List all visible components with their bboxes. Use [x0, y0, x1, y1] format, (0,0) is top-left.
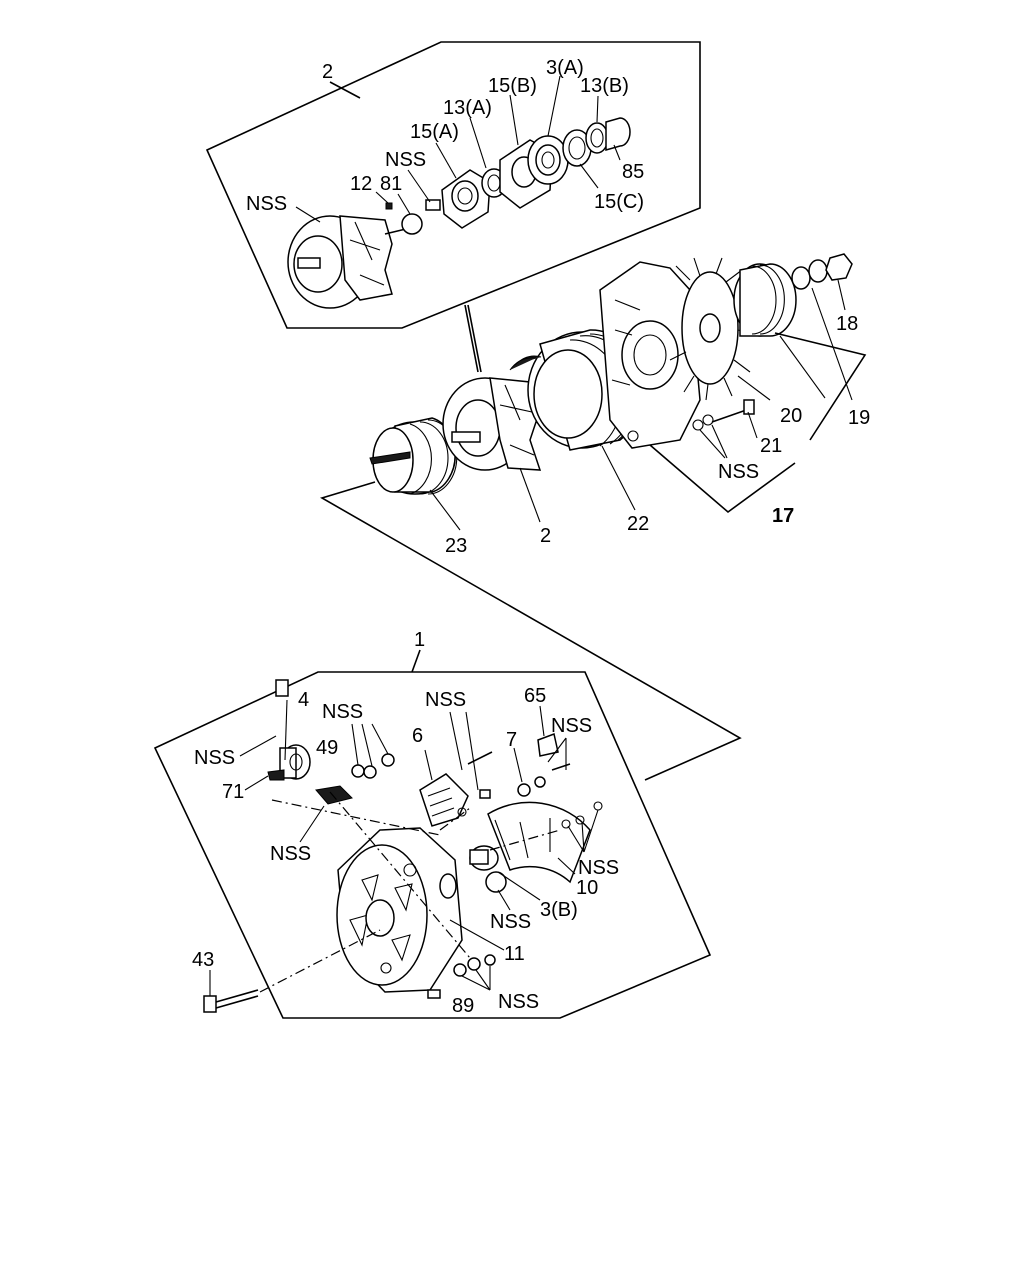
- rear-housing-1: [336, 827, 463, 993]
- outline-19: [774, 332, 867, 441]
- washer-89: [453, 963, 467, 977]
- callout-23: 23: [445, 535, 467, 557]
- shaft-connector-line: [464, 304, 479, 373]
- callout-nss-g: NSS: [490, 911, 531, 933]
- leader-1: [411, 649, 421, 673]
- callout-6: 6: [412, 725, 423, 747]
- screw-12: [385, 202, 393, 210]
- callout-nss-h: NSS: [498, 991, 539, 1013]
- callout-13b: 13(B): [580, 75, 629, 97]
- terminal-4: [267, 679, 311, 781]
- callout-71: 71: [222, 781, 244, 803]
- middle-assembly-group: 18 20 19 21 NSS 17 23 2 22: [319, 253, 870, 781]
- callout-nss-top2: NSS: [385, 149, 426, 171]
- callout-15a: 15(A): [410, 121, 459, 143]
- callout-81: 81: [380, 173, 402, 195]
- capacitor-65: [537, 732, 559, 757]
- bearing-3a: [527, 135, 569, 185]
- brush-holder-6: [419, 751, 493, 827]
- callout-10: 10: [576, 877, 598, 899]
- bolt-43: [203, 989, 259, 1013]
- nut-18: [825, 253, 853, 281]
- bearing-plate-15a: [441, 169, 491, 229]
- rotor-part: [287, 215, 411, 309]
- callout-nss-mid: NSS: [718, 461, 759, 483]
- callout-13a: 13(A): [443, 97, 492, 119]
- callout-85: 85: [622, 161, 644, 183]
- callout-nss-d: NSS: [425, 689, 466, 711]
- callout-2-top: 2: [322, 61, 333, 83]
- rotor-group-outline: [205, 41, 701, 329]
- callout-17: 17: [772, 505, 794, 527]
- rotor-2: [442, 377, 561, 471]
- washer-81: [401, 213, 423, 235]
- callout-1: 1: [414, 629, 425, 651]
- callout-nss-c: NSS: [270, 843, 311, 865]
- callout-11: 11: [504, 943, 525, 965]
- fan-20: [669, 257, 755, 401]
- seal-13b: [585, 122, 609, 154]
- callout-12: 12: [350, 173, 372, 195]
- callout-21: 21: [760, 435, 782, 457]
- callout-65: 65: [524, 685, 546, 707]
- callout-49: 49: [316, 737, 338, 759]
- bearing-3b: [469, 845, 499, 871]
- insulator-nss: [485, 871, 507, 893]
- callout-3b: 3(B): [540, 899, 578, 921]
- collar-85: [605, 117, 631, 151]
- screw-nss-top: [425, 199, 441, 211]
- drive-end-housing-17: [599, 261, 701, 449]
- leader-2-top: [329, 81, 361, 99]
- callout-nss-top1: NSS: [246, 193, 287, 215]
- callout-7: 7: [506, 729, 517, 751]
- rotor-assembly-group: 2 3(A) 15(B) 13(B) 13(A) 15(A) 85 15(C) …: [205, 41, 701, 329]
- callout-15c: 15(C): [594, 191, 644, 213]
- callout-19: 19: [848, 407, 870, 429]
- lockwasher-19: [808, 259, 828, 283]
- rear-housing-group: 1 4 NSS 49 NSS 71 NSS 6 NSS 65 7 NSS NSS…: [153, 629, 712, 1019]
- callout-2-mid: 2: [540, 525, 551, 547]
- washer-7: [517, 783, 531, 797]
- top-leaders: [295, 75, 621, 223]
- callout-22: 22: [627, 513, 649, 535]
- callout-43: 43: [192, 949, 214, 971]
- callout-4: 4: [298, 689, 309, 711]
- pulley-outer: [733, 263, 797, 337]
- pulley-23: [369, 417, 458, 495]
- washer-19: [791, 266, 811, 290]
- callout-18: 18: [836, 313, 858, 335]
- outline-17: [649, 444, 796, 514]
- callout-3a: 3(A): [546, 57, 584, 79]
- outline-main: [319, 481, 742, 781]
- rear-group-outline: [153, 671, 712, 1019]
- callout-15b: 15(B): [488, 75, 537, 97]
- regulator-nss: [315, 785, 353, 805]
- middle-leaders: [429, 279, 853, 531]
- callout-nss-b: NSS: [194, 747, 235, 769]
- callout-nss-e: NSS: [551, 715, 592, 737]
- callout-nss-f: NSS: [578, 857, 619, 879]
- bottom-leaders: [209, 699, 599, 996]
- callout-20: 20: [780, 405, 802, 427]
- washer-49: [351, 764, 365, 778]
- callout-89: 89: [452, 995, 474, 1017]
- bolt-21: [692, 399, 755, 431]
- callout-nss-a: NSS: [322, 701, 363, 723]
- rectifier-10: [487, 801, 603, 884]
- assembly-center-lines: [259, 791, 561, 993]
